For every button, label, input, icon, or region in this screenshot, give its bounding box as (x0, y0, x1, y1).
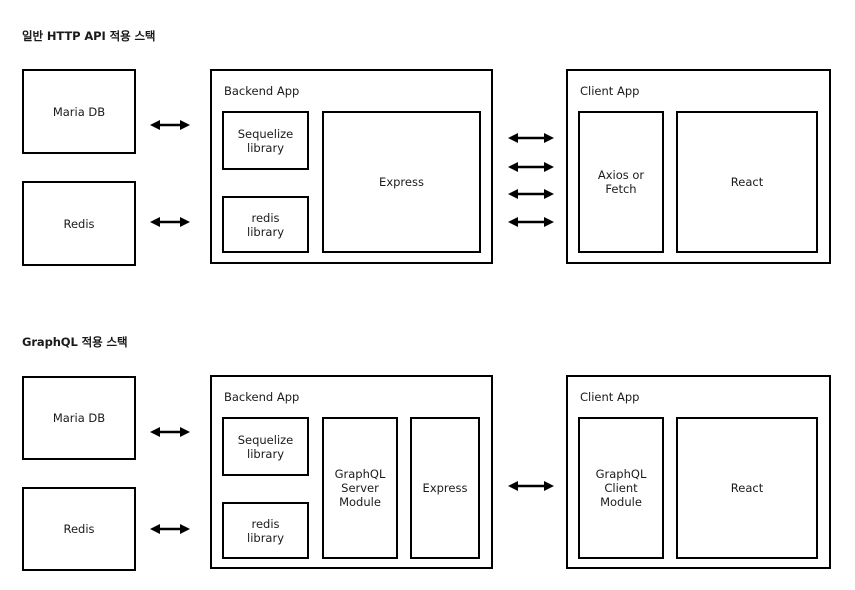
arrow-backend-client-http-3 (508, 187, 554, 201)
arrow-backend-client-http-2 (508, 160, 554, 174)
box-label-redis-library: redis library (247, 516, 284, 545)
box-label-maria-db: Maria DB (52, 104, 106, 119)
box-redis-library-graphql: redis library (222, 502, 309, 559)
arrow-backend-client-http-1 (508, 131, 554, 145)
box-react-http: React (676, 111, 818, 253)
arrow-redis-to-backend-graphql (150, 522, 190, 536)
box-sequelize-library-http: Sequelize library (222, 111, 309, 170)
box-express-graphql: Express (410, 417, 480, 559)
box-redis-library-http: redis library (222, 196, 309, 253)
box-label-redis: Redis (63, 522, 95, 536)
box-label-redis-library: redis library (247, 210, 284, 239)
container-title-client-app: Client App (580, 84, 640, 98)
arrow-maria-db-to-backend-graphql (150, 425, 190, 439)
box-label-axios-or-fetch: Axios or Fetch (597, 168, 645, 196)
box-label-graphql-server-module: GraphQL Server Module (334, 467, 386, 509)
container-title-client-app: Client App (580, 390, 640, 404)
box-label-react: React (730, 175, 764, 189)
box-label-maria-db: Maria DB (52, 411, 106, 425)
container-title-backend-app: Backend App (224, 390, 300, 404)
box-label-react: React (730, 481, 764, 495)
container-client-app-graphql: Client App GraphQL Client Module React (566, 375, 831, 569)
box-label-express: Express (422, 481, 468, 495)
container-backend-app-http: Backend App Sequelize library redis libr… (210, 69, 493, 264)
box-label-sequelize-library: Sequelize library (237, 126, 294, 155)
container-client-app-http: Client App Axios or Fetch React (566, 69, 831, 264)
box-axios-or-fetch-http: Axios or Fetch (578, 111, 664, 253)
section-title-graphql-stack: GraphQL 적용 스택 (22, 335, 128, 349)
box-react-graphql: React (676, 417, 818, 559)
arrow-maria-db-to-backend-http (150, 118, 190, 132)
box-graphql-server-module: GraphQL Server Module (322, 417, 398, 559)
box-label-graphql-client-module: GraphQL Client Module (595, 467, 647, 509)
section-title-http-stack: 일반 HTTP API 적용 스택 (22, 29, 156, 43)
box-label-express: Express (379, 175, 424, 189)
box-label-sequelize-library: Sequelize library (237, 432, 294, 461)
box-express-http: Express (322, 111, 481, 253)
container-title-backend-app: Backend App (224, 84, 300, 98)
box-maria-db-http: Maria DB (22, 69, 136, 154)
container-backend-app-graphql: Backend App Sequelize library redis libr… (210, 375, 493, 569)
arrow-redis-to-backend-http (150, 215, 190, 229)
box-redis-http: Redis (22, 181, 136, 266)
arrow-backend-client-graphql (508, 479, 554, 493)
box-maria-db-graphql: Maria DB (22, 376, 136, 460)
box-sequelize-library-graphql: Sequelize library (222, 417, 309, 476)
box-redis-graphql: Redis (22, 487, 136, 571)
box-graphql-client-module: GraphQL Client Module (578, 417, 664, 559)
box-label-redis: Redis (63, 216, 95, 231)
arrow-backend-client-http-4 (508, 215, 554, 229)
